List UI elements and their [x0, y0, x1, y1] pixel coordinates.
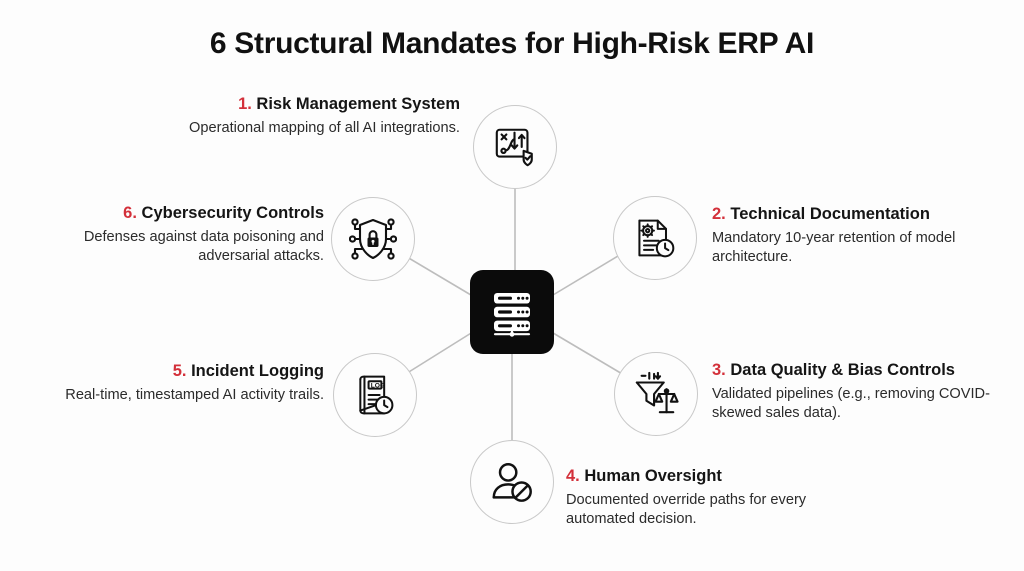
funnel-scales-icon	[635, 371, 679, 414]
mandate-heading: 2. Technical Documentation	[712, 204, 1012, 226]
spoke-to-node-5	[403, 329, 477, 376]
mandate-title: Data Quality & Bias Controls	[730, 361, 955, 379]
label-cybersecurity-controls: 6. Cybersecurity Controls Defenses again…	[40, 203, 324, 266]
mandate-heading: 6. Cybersecurity Controls	[40, 203, 324, 225]
mandate-description: Documented override paths for every auto…	[566, 491, 807, 528]
mandate-description: Operational mapping of all AI integratio…	[189, 119, 460, 136]
mandate-heading: 1. Risk Management System	[140, 94, 460, 116]
central-hub	[470, 270, 554, 354]
mandate-heading: 4. Human Oversight	[566, 466, 866, 488]
label-human-oversight: 4. Human Oversight Documented override p…	[566, 466, 866, 529]
mandate-heading: 5. Incident Logging	[50, 361, 324, 383]
shield-lock-network-icon	[349, 218, 397, 260]
mandate-heading: 3. Data Quality & Bias Controls	[712, 360, 1012, 382]
spoke-to-node-6	[401, 253, 477, 299]
mandate-number: 3.	[712, 361, 726, 379]
log-book-clock-icon: LOG	[359, 375, 394, 415]
node-incident-logging[interactable]: LOG	[333, 353, 417, 437]
mandate-title: Risk Management System	[256, 95, 460, 113]
mandate-number: 2.	[712, 205, 726, 223]
mandate-title: Cybersecurity Controls	[141, 204, 324, 222]
spoke-to-node-3	[547, 329, 625, 376]
strategy-board-shield-icon	[495, 128, 533, 167]
svg-text:LOG: LOG	[371, 382, 386, 389]
mandate-number: 6.	[123, 204, 137, 222]
label-data-quality-bias-controls: 3. Data Quality & Bias Controls Validate…	[712, 360, 1012, 423]
label-risk-management-system: 1. Risk Management System Operational ma…	[140, 94, 460, 138]
mandate-number: 4.	[566, 467, 580, 485]
label-technical-documentation: 2. Technical Documentation Mandatory 10-…	[712, 204, 1012, 267]
node-human-oversight[interactable]	[470, 440, 554, 524]
mandate-description: Defenses against data poisoning and adve…	[83, 228, 324, 265]
node-technical-documentation[interactable]	[613, 196, 697, 280]
mandate-title: Incident Logging	[191, 362, 324, 380]
mandate-description: Validated pipelines (e.g., removing COVI…	[712, 385, 990, 422]
server-stack-icon	[493, 293, 531, 337]
node-risk-management-system[interactable]	[473, 105, 557, 189]
mandate-title: Human Oversight	[584, 467, 722, 485]
mandate-description: Mandatory 10-year retention of model arc…	[712, 229, 956, 266]
mandate-title: Technical Documentation	[730, 205, 930, 223]
label-incident-logging: 5. Incident Logging Real-time, timestamp…	[50, 361, 324, 405]
page-title: 6 Structural Mandates for High-Risk ERP …	[209, 27, 815, 60]
node-cybersecurity-controls[interactable]	[331, 197, 415, 281]
mandate-number: 5.	[172, 362, 187, 380]
node-data-quality-bias-controls[interactable]	[614, 352, 698, 436]
document-gear-clock-icon	[638, 219, 675, 258]
spoke-to-node-2	[547, 252, 624, 299]
mandate-number: 1.	[238, 95, 252, 113]
person-block-icon	[492, 463, 532, 502]
mandate-description: Real-time, timestamped AI activity trail…	[65, 386, 324, 403]
